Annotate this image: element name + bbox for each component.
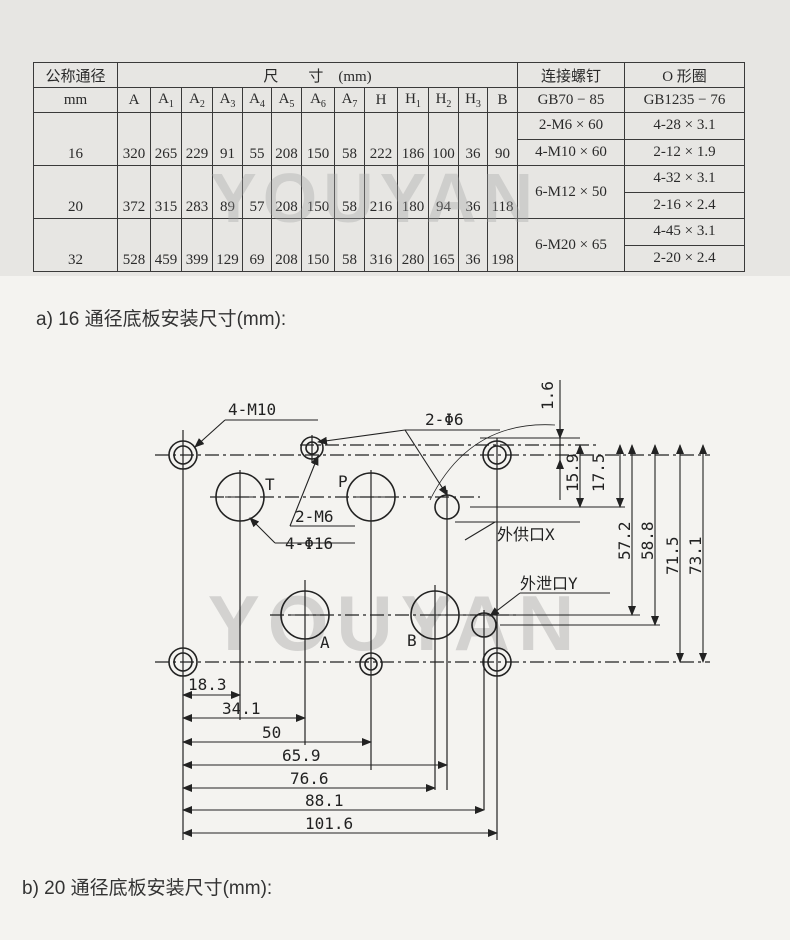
- header-dim: A3: [212, 87, 243, 113]
- cell: 265: [150, 112, 182, 166]
- cell: 216: [364, 165, 398, 219]
- oring-cell: 4-32 × 3.1: [624, 165, 745, 193]
- dim-65-9: 65.9: [282, 746, 321, 765]
- header-dim: A1: [150, 87, 182, 113]
- callout-leaders: [194, 419, 610, 617]
- bolt-cell: 2-M6 × 60: [517, 112, 625, 140]
- header-dim: H1: [397, 87, 429, 113]
- cell: 36: [458, 112, 488, 166]
- callout-m10: 4-M10: [228, 400, 276, 419]
- spec-table-panel: 公称通径 尺 寸 (mm) 连接螺钉 O 形圈 mm A A1 A2 A3 A4…: [0, 0, 790, 276]
- spec-table: 公称通径 尺 寸 (mm) 连接螺钉 O 形圈 mm A A1 A2 A3 A4…: [33, 62, 745, 272]
- dim-73-1: 73.1: [686, 536, 705, 575]
- callout-m6: 2-M6: [295, 507, 334, 526]
- cell: 150: [301, 218, 335, 272]
- cell: 283: [181, 165, 213, 219]
- oring-cell: 2-16 × 2.4: [624, 191, 745, 219]
- header-bolt-standard: GB70 − 85: [517, 87, 625, 113]
- oring-cell: 2-12 × 1.9: [624, 138, 745, 166]
- header-dim: B: [487, 87, 518, 113]
- port-label-a: A: [320, 633, 330, 652]
- cell: 222: [364, 112, 398, 166]
- bolt-cell: 6-M20 × 65: [517, 218, 625, 272]
- table-row: 32 528 459 399 129 69 208 150 58 316 280…: [33, 218, 745, 272]
- watermark-drawing: YOUYAN: [208, 579, 583, 667]
- table-row: 20 372 315 283 89 57 208 150 58 216 180 …: [33, 165, 745, 219]
- cell: 58: [334, 112, 365, 166]
- dim-15-9: 15.9: [563, 453, 582, 492]
- dim-34-1: 34.1: [222, 699, 261, 718]
- callout-port-y: 外泄口Y: [520, 574, 578, 593]
- dim-58-8: 58.8: [638, 521, 657, 560]
- dim-18-3: 18.3: [188, 675, 227, 694]
- dim-50: 50: [262, 723, 281, 742]
- dim-76-6: 76.6: [290, 769, 329, 788]
- cell: 55: [242, 112, 272, 166]
- oring-cell: 4-45 × 3.1: [624, 218, 745, 246]
- header-unit: mm: [33, 87, 118, 113]
- callout-port-x: 外供口X: [497, 525, 555, 544]
- header-oring-standard: GB1235 − 76: [624, 87, 745, 113]
- port-y: [471, 612, 497, 638]
- dim-17-5: 17.5: [589, 453, 608, 492]
- header-dim: A4: [242, 87, 272, 113]
- vertical-dimension-lines: [450, 380, 707, 663]
- oring-cell: 2-20 × 2.4: [624, 244, 745, 272]
- callout-phi6: 2-Φ6: [425, 410, 464, 429]
- cell: 208: [271, 112, 302, 166]
- port-label-p: P: [338, 472, 348, 491]
- table-row: 2-20 × 2.4: [34, 244, 745, 272]
- bolt-hole-m10: [482, 440, 512, 470]
- bolt-hole-m10: [168, 440, 198, 470]
- port-label-b: B: [407, 631, 417, 650]
- cell: 229: [181, 112, 213, 166]
- dim-101-6: 101.6: [305, 814, 353, 833]
- dim-71-5: 71.5: [663, 536, 682, 575]
- cell: 165: [428, 218, 459, 272]
- horizontal-dimension-lines: [182, 691, 498, 837]
- port-p: [346, 472, 396, 522]
- bolt-holes: [168, 436, 512, 677]
- oring-cell: 4-28 × 3.1: [624, 112, 745, 140]
- header-bolt: 连接螺钉: [517, 62, 625, 88]
- cell: 208: [271, 218, 302, 272]
- port-a: [280, 590, 330, 640]
- cell: 198: [487, 218, 518, 272]
- table-header-row-1: 公称通径 尺 寸 (mm) 连接螺钉 O 形圈: [33, 62, 745, 88]
- bolt-hole-m6: [359, 652, 383, 676]
- port-crosses: [225, 482, 450, 630]
- caption-b: b) 20 通径底板安装尺寸(mm):: [22, 878, 273, 899]
- cell: 36: [458, 218, 488, 272]
- table-row: 4-M10 × 60 2-12 × 1.9: [34, 138, 745, 166]
- watermark: YOUYAN: [210, 159, 540, 237]
- caption-a: a) 16 通径底板安装尺寸(mm):: [36, 309, 287, 330]
- bolt-cell: 4-M10 × 60: [517, 138, 625, 166]
- cell: 58: [334, 165, 365, 219]
- dim-88-1: 88.1: [305, 791, 344, 810]
- bolt-hole-m10: [482, 647, 512, 677]
- dim-1-6: 1.6: [538, 381, 557, 410]
- cell: 94: [428, 165, 459, 219]
- callout-phi16: 4-Φ16: [285, 534, 333, 553]
- cell: 69: [242, 218, 272, 272]
- table-row: 2-16 × 2.4: [34, 191, 745, 219]
- header-nominal-size: 公称通径: [33, 62, 118, 88]
- port-label-t: T: [265, 475, 275, 494]
- cell: 186: [397, 112, 429, 166]
- table-row: 16 320 265 229 91 55 208 150 58 222 186 …: [33, 112, 745, 166]
- table-header-row-2: mm A A1 A2 A3 A4 A5 A6 A7 H H1 H2 H3 B G…: [33, 87, 745, 113]
- header-dim: A2: [181, 87, 213, 113]
- bolt-cell: 6-M12 × 50: [517, 165, 625, 219]
- cell: 315: [150, 165, 182, 219]
- dim-57-2: 57.2: [615, 521, 634, 560]
- cell: 89: [212, 165, 243, 219]
- bolt-hole-m10: [168, 647, 198, 677]
- cell: 459: [150, 218, 182, 272]
- port-t: [215, 472, 265, 522]
